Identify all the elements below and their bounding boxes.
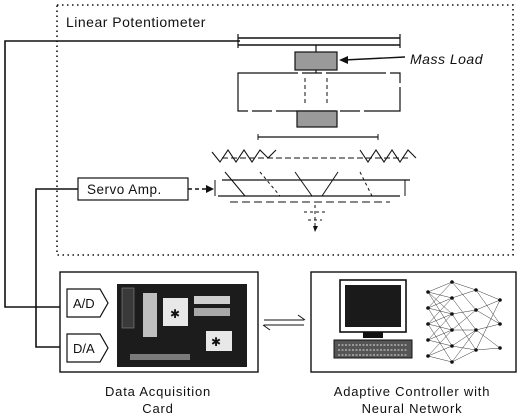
data-link-arrow [262,314,306,331]
controller-caption-line1: Adaptive Controller with [334,384,491,399]
linear-potentiometer [237,34,401,48]
ad-label: A/D [73,296,95,311]
support-beam [237,72,401,112]
da-label: D/A [73,341,95,356]
daq-card-caption-line1: Data Acquisition [105,384,211,399]
computer-workstation [333,279,413,359]
svg-text:✱: ✱ [211,335,221,349]
servo-actuator [211,149,417,232]
neural-network-graphic [427,281,501,363]
mass-load-label: Mass Load [410,51,484,67]
daq-card-caption-line2: Card [142,401,173,416]
adaptive-controller [310,271,517,373]
servo-amp-input-wire [35,188,78,348]
mass-load-arrowhead [339,56,348,64]
test-rig-boundary [56,4,514,256]
mass-load-leader [343,56,406,61]
mass-load-bottom [296,110,338,128]
controller-caption-line2: Neural Network [362,401,463,416]
servo-amp: Servo Amp. [77,177,189,201]
mass-load-top [294,51,338,71]
mass-load-assembly [237,45,401,140]
ad-converter-block: A/D [66,288,109,318]
linear-potentiometer-label: Linear Potentiometer [66,14,206,30]
servo-amp-label: Servo Amp. [87,182,162,197]
data-acquisition-card: ✱ ✱ [59,271,259,373]
potentiometer-signal-wire [4,40,240,308]
da-converter-block: D/A [66,333,109,363]
svg-text:✱: ✱ [170,307,180,321]
neural-network-nodes [426,280,502,364]
